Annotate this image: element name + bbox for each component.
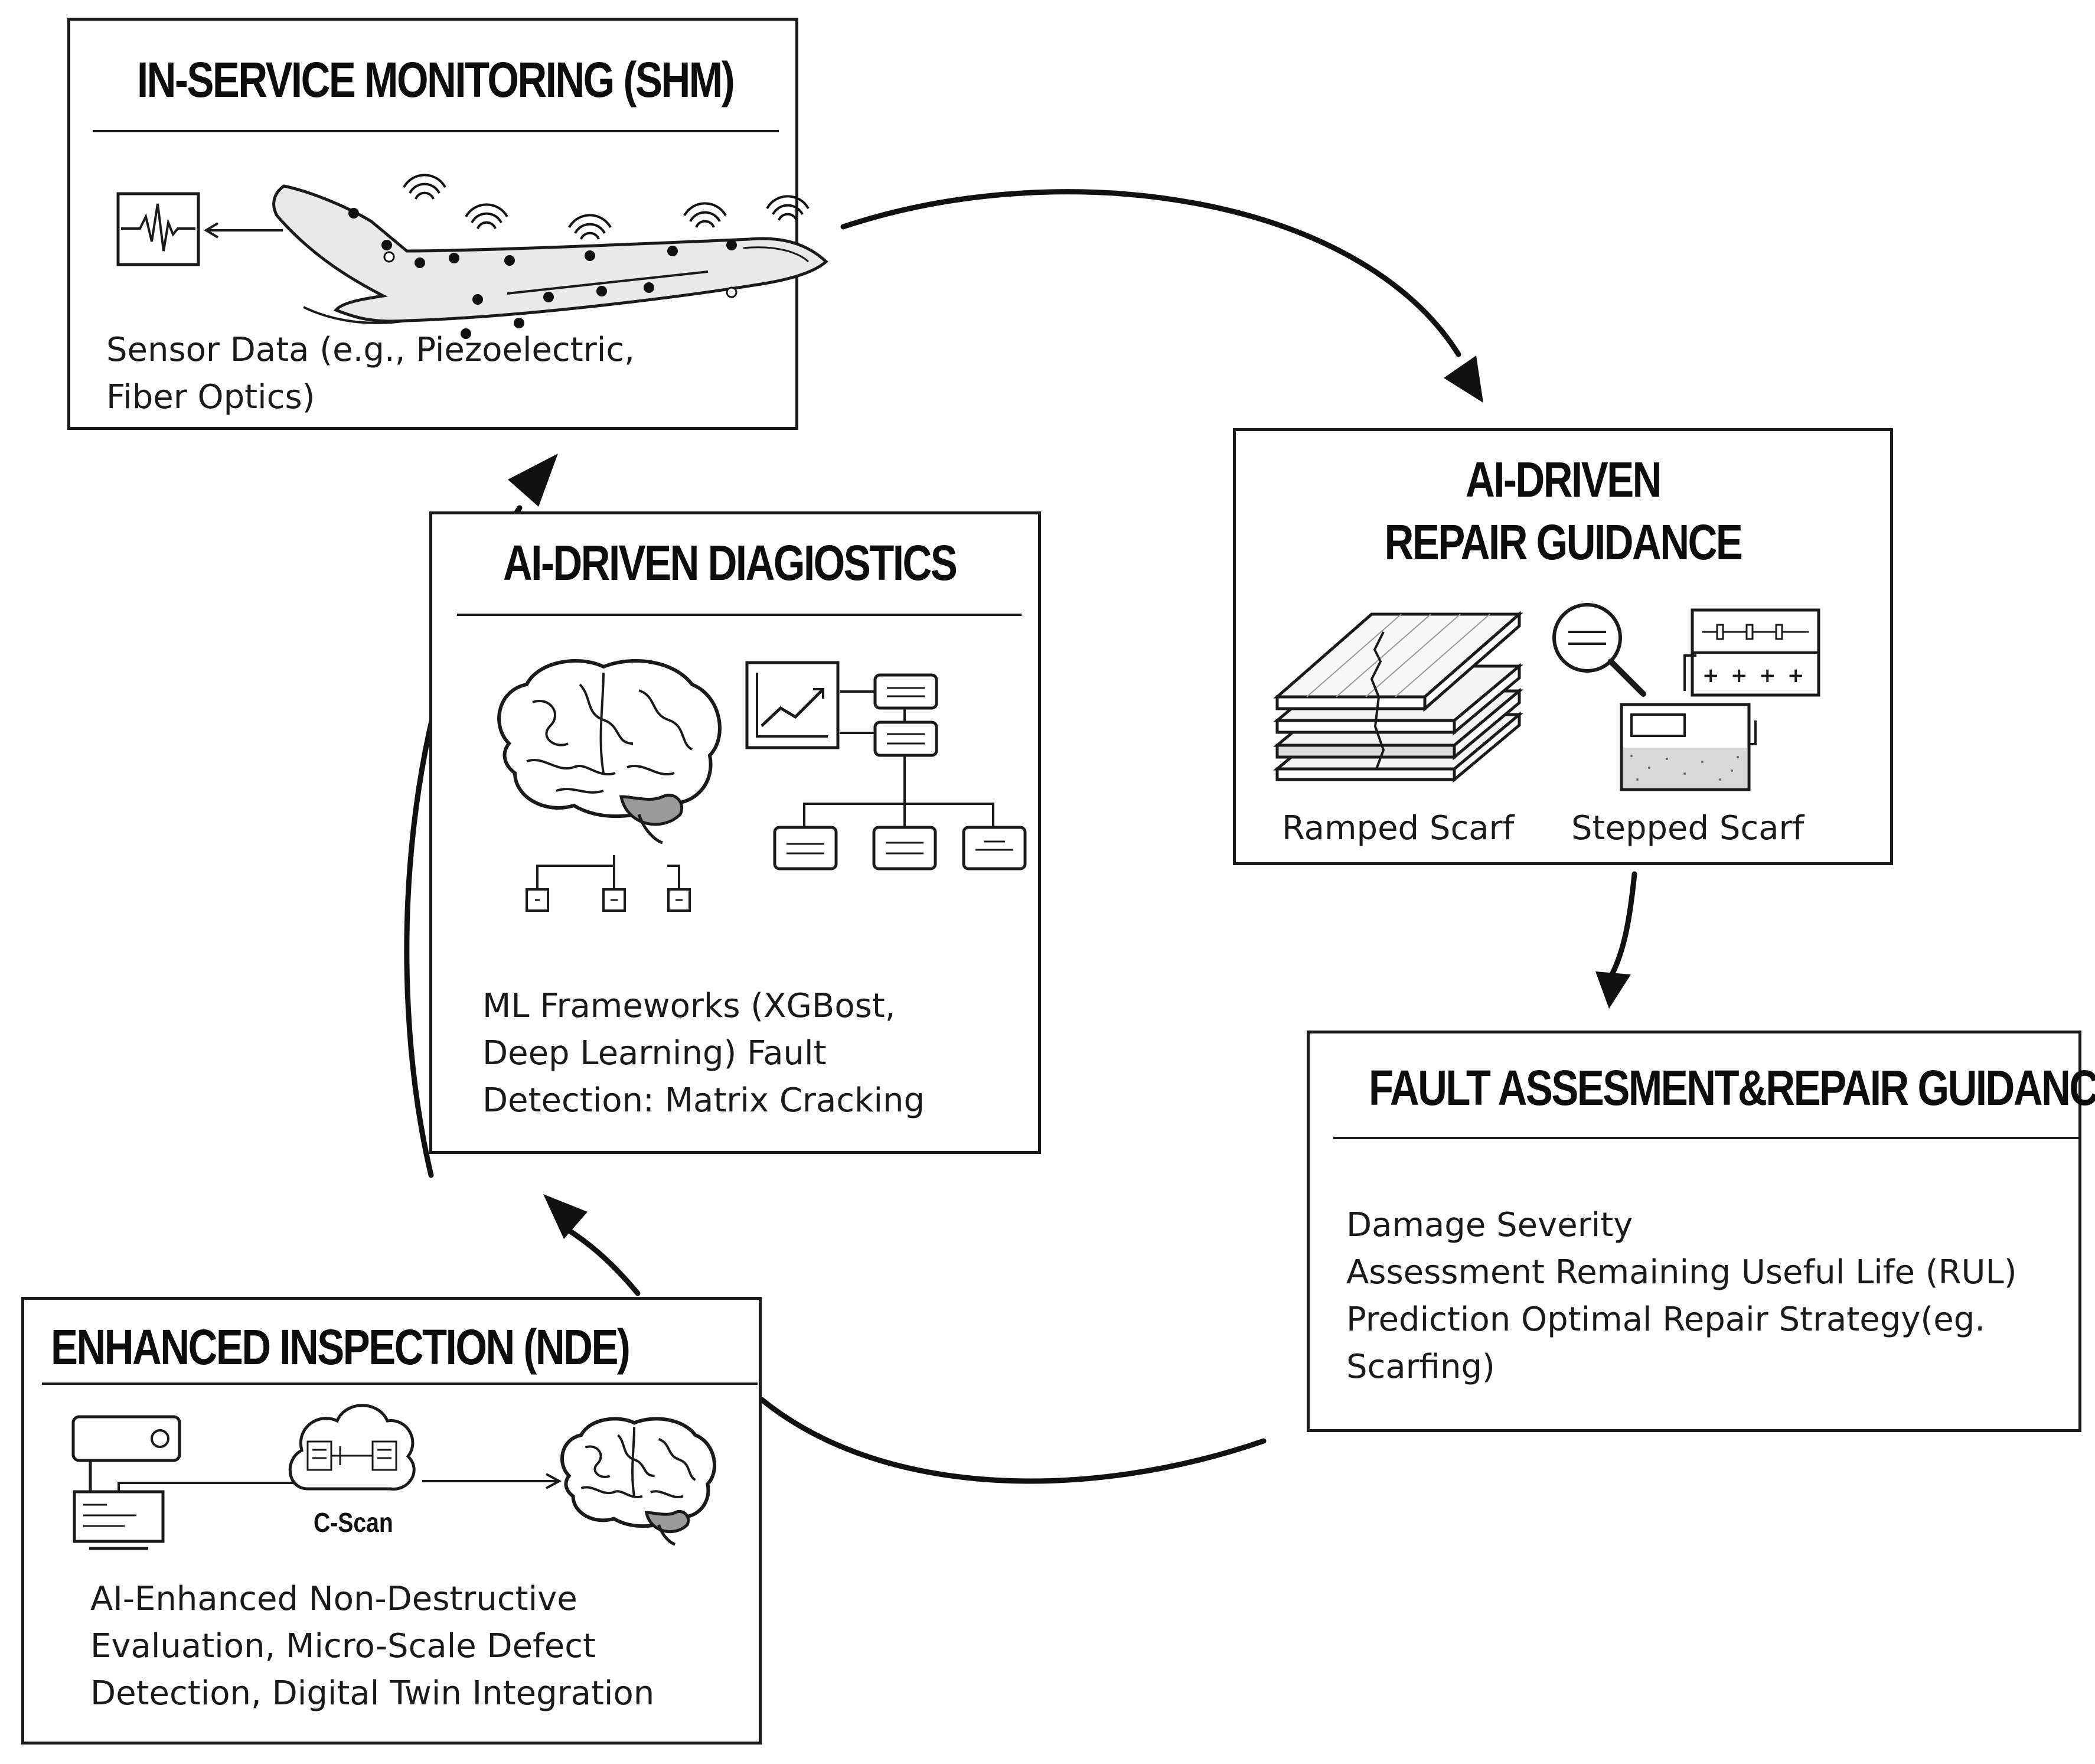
diagnostics-description: ML Frameworks (XGBost, Deep Learning) Fa… — [482, 983, 925, 1124]
signal-arrow — [203, 221, 285, 239]
diagnostics-line-3: Detection: Matrix Cracking — [482, 1081, 925, 1120]
nde-line-2: Evaluation, Micro-Scale Defect — [90, 1627, 596, 1665]
ramped-scarf-label: Ramped Scarf — [1282, 809, 1515, 847]
repair-title-line-1: AI-DRIVEN — [1466, 452, 1662, 507]
signal-monitor-icon — [116, 192, 200, 266]
diagnostics-title: AI-DRIVEN DIAGIOSTICS — [503, 535, 958, 591]
nde-line-3: Detection, Digital Twin Integration — [90, 1674, 655, 1713]
shm-box: IN-SERVICE MONITORING (SHM) — [67, 18, 798, 430]
nde-box: ENHANCED INSPECTION (NDE) C-Scan — [21, 1297, 762, 1745]
svg-text:+: + — [1731, 664, 1748, 687]
arrowhead-repair — [1444, 356, 1483, 403]
arrow-fault-to-nde — [762, 1400, 1264, 1481]
fault-description: Damage Severity Assessment Remaining Use… — [1346, 1202, 2017, 1391]
shm-line-2: Fiber Optics) — [106, 378, 315, 416]
svg-text:+: + — [1787, 664, 1804, 687]
shm-line-1: Sensor Data (e.g., Piezoelectric, — [106, 331, 635, 369]
arrowhead-shm — [508, 454, 558, 507]
diagnostics-line-2: Deep Learning) Fault — [482, 1034, 827, 1072]
flowchart-icon — [769, 662, 1017, 898]
cloud-processing-icon — [284, 1394, 420, 1507]
cscan-label: C-Scan — [314, 1507, 393, 1538]
svg-text:+: + — [1759, 664, 1776, 687]
line-chart-icon — [745, 661, 840, 749]
processing-arrow — [421, 1472, 569, 1490]
diagnostics-box: AI-DRIVEN DIAGIOSTICS — [429, 511, 1041, 1154]
scanner-terminal-icon — [71, 1415, 319, 1557]
fault-title-rule — [1333, 1137, 2078, 1139]
fault-line-2: Assessment Remaining Useful Life (RUL) — [1346, 1253, 2017, 1292]
diagnostics-line-1: ML Frameworks (XGBost, — [482, 987, 896, 1025]
repair-title-line-2: REPAIR GUIDANCE — [1384, 514, 1743, 570]
aircraft-with-sensors-icon — [212, 162, 838, 339]
nde-title-rule — [42, 1382, 758, 1385]
arrow-shm-to-repair — [843, 192, 1458, 354]
fault-line-1: Damage Severity — [1346, 1206, 1633, 1244]
shm-title: IN-SERVICE MONITORING (SHM) — [137, 52, 735, 107]
fault-line-3: Prediction Optimal Repair Strategy(eg. — [1346, 1300, 1986, 1339]
brain-icon — [485, 655, 733, 844]
magnifier-icon — [1546, 596, 1658, 709]
stepped-scarf-label: Stepped Scarf — [1571, 809, 1804, 847]
nde-title: ENHANCED INSPECTION (NDE) — [51, 1319, 631, 1375]
diagnostics-title-rule — [457, 614, 1022, 616]
arrow-nde-to-diagnostics — [566, 1228, 638, 1293]
shm-description: Sensor Data (e.g., Piezoelectric, Fiber … — [106, 327, 635, 421]
control-panel-icon: + + + + — [1691, 608, 1820, 697]
nde-description: AI-Enhanced Non-Destructive Evaluation, … — [90, 1576, 654, 1717]
shm-title-rule — [93, 130, 779, 132]
arrowhead-diagnostics — [543, 1194, 588, 1239]
laminate-layers-icon — [1271, 608, 1531, 809]
fault-assessment-box: FAULT ASSESMENT&REPAIR GUIDANCE Damage S… — [1307, 1031, 2095, 1432]
arrowhead-fault — [1595, 971, 1631, 1009]
nde-brain-icon — [553, 1406, 724, 1554]
svg-text:+: + — [1702, 664, 1719, 687]
nde-line-1: AI-Enhanced Non-Destructive — [90, 1580, 577, 1618]
arrow-repair-to-fault — [1612, 874, 1634, 974]
fault-line-4: Scarfing) — [1346, 1348, 1495, 1386]
inspection-device-icon — [1620, 703, 1751, 791]
neural-tree-icon — [502, 842, 714, 919]
fault-title: FAULT ASSESMENT&REPAIR GUIDANCE — [1369, 1060, 2095, 1116]
repair-guidance-box: AI-DRIVEN REPAIR GUIDANCE — [1233, 428, 1893, 865]
